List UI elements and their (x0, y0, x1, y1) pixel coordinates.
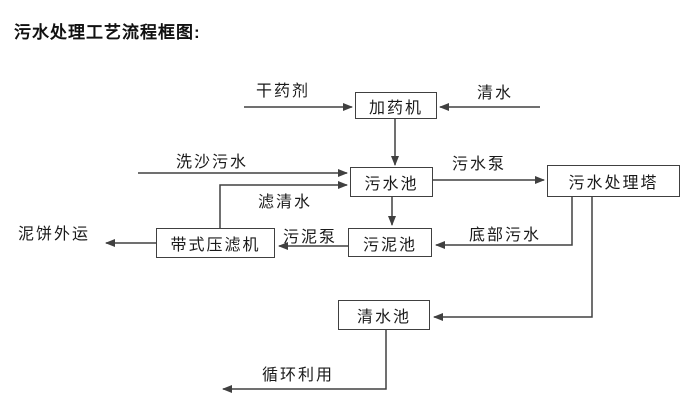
flow-label-mud-cake-outbound: 泥饼外运 (18, 226, 91, 243)
edge-tower-to-clean-pool-arrow (433, 197, 593, 321)
flow-label-dry-agent: 干药剂 (256, 83, 311, 100)
flow-label-filtered-water: 滤清水 (258, 194, 313, 211)
flow-label-sewage-pump: 污水泵 (452, 156, 507, 173)
node-sludge-pool: 污泥池 (348, 228, 432, 257)
flow-label-clean-water: 清水 (477, 85, 514, 102)
diagram-title: 污水处理工艺流程框图: (14, 23, 201, 42)
node-sewage-pool-label: 污水池 (364, 176, 419, 193)
node-sewage-pool: 污水池 (350, 167, 433, 197)
node-treatment-tower-label: 污水处理塔 (568, 175, 659, 192)
flow-label-bottom-sewage: 底部污水 (469, 227, 542, 244)
edge-filtered-water-to-sewage-pool-arrow (219, 181, 348, 228)
node-belt-filter-press-label: 带式压滤机 (170, 237, 261, 254)
node-clean-water-pool: 清水池 (338, 300, 430, 330)
flow-label-sand-washing-sewage: 洗沙污水 (176, 154, 249, 171)
node-belt-filter-press: 带式压滤机 (156, 228, 275, 258)
edge-clean-pool-to-recycle-arrow (222, 330, 387, 393)
node-clean-water-pool-label: 清水池 (356, 309, 411, 326)
node-treatment-tower: 污水处理塔 (547, 165, 680, 197)
node-dosing-machine: 加药机 (355, 92, 437, 119)
edge-tower-bottom-sewage-to-sludge-pool-arrow (435, 197, 573, 249)
node-sludge-pool-label: 污泥池 (362, 236, 417, 254)
flow-label-recycling: 循环利用 (262, 367, 335, 384)
flow-label-sludge-pump: 污泥泵 (283, 229, 338, 246)
node-dosing-machine-label: 加药机 (368, 99, 423, 117)
